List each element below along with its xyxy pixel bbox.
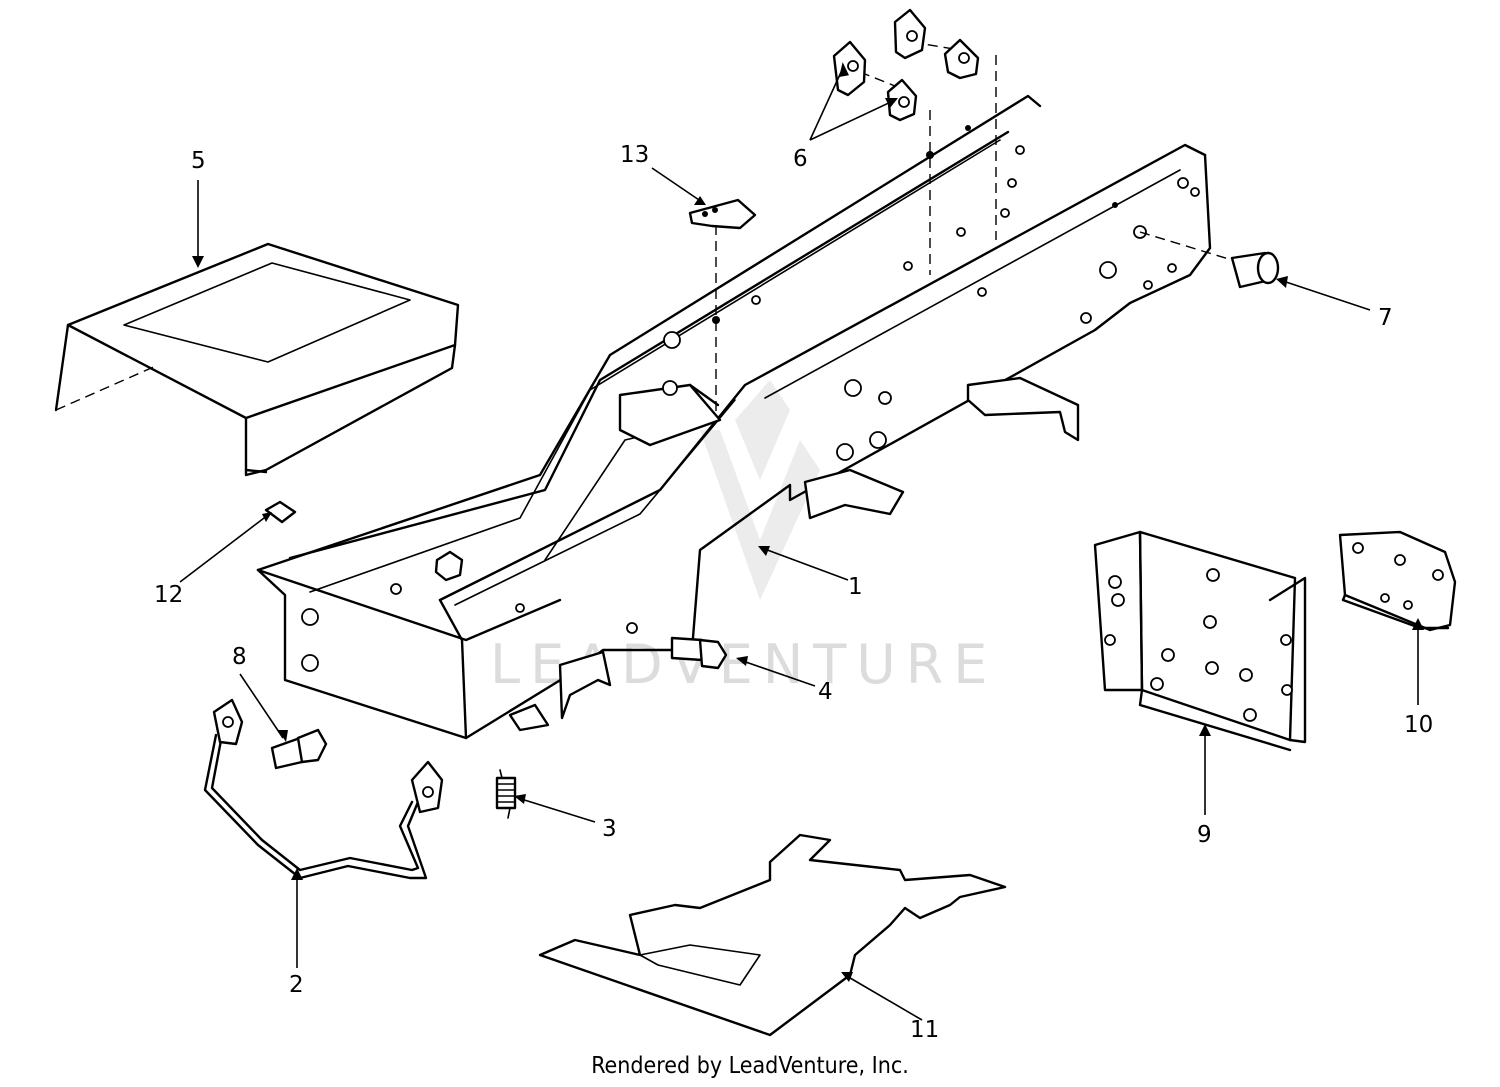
part-13-bracket: [688, 198, 757, 230]
callout-4: 4: [818, 679, 833, 705]
leader-arrowheads: [192, 62, 1424, 982]
part-3-spring: [495, 769, 517, 819]
callout-labels: 1 2 3 4 5 6 7 8 9 10 11 12 13: [154, 142, 1433, 1043]
callout-6: 6: [793, 146, 808, 172]
part-8-bolt: [270, 728, 328, 770]
callout-7: 7: [1378, 305, 1393, 331]
part-2-rod: [203, 698, 444, 880]
callout-3: 3: [602, 816, 617, 842]
part-12-clip-nut: [264, 500, 297, 524]
callout-8: 8: [232, 644, 247, 670]
part-9-mounting-plate: [1093, 530, 1307, 752]
footer-credit: Rendered by LeadVenture, Inc.: [591, 1053, 909, 1079]
part-5-seat-pan: [54, 242, 460, 477]
part-11-floor-plate: [538, 833, 1007, 1037]
part-6-brackets: [832, 8, 980, 122]
part-4-bolt: [670, 636, 728, 670]
part-10-side-plate: [1338, 530, 1457, 632]
callout-10: 10: [1404, 712, 1433, 738]
callout-13: 13: [620, 142, 649, 168]
part-7-bushing: [1230, 251, 1280, 289]
callout-12: 12: [154, 582, 183, 608]
leader-lines: [179, 69, 1419, 1021]
callout-9: 9: [1197, 822, 1212, 848]
callout-5: 5: [191, 148, 206, 174]
callout-11: 11: [910, 1017, 939, 1043]
callout-2: 2: [289, 972, 304, 998]
callout-1: 1: [848, 574, 863, 600]
part-1-main-frame: [256, 94, 1212, 740]
